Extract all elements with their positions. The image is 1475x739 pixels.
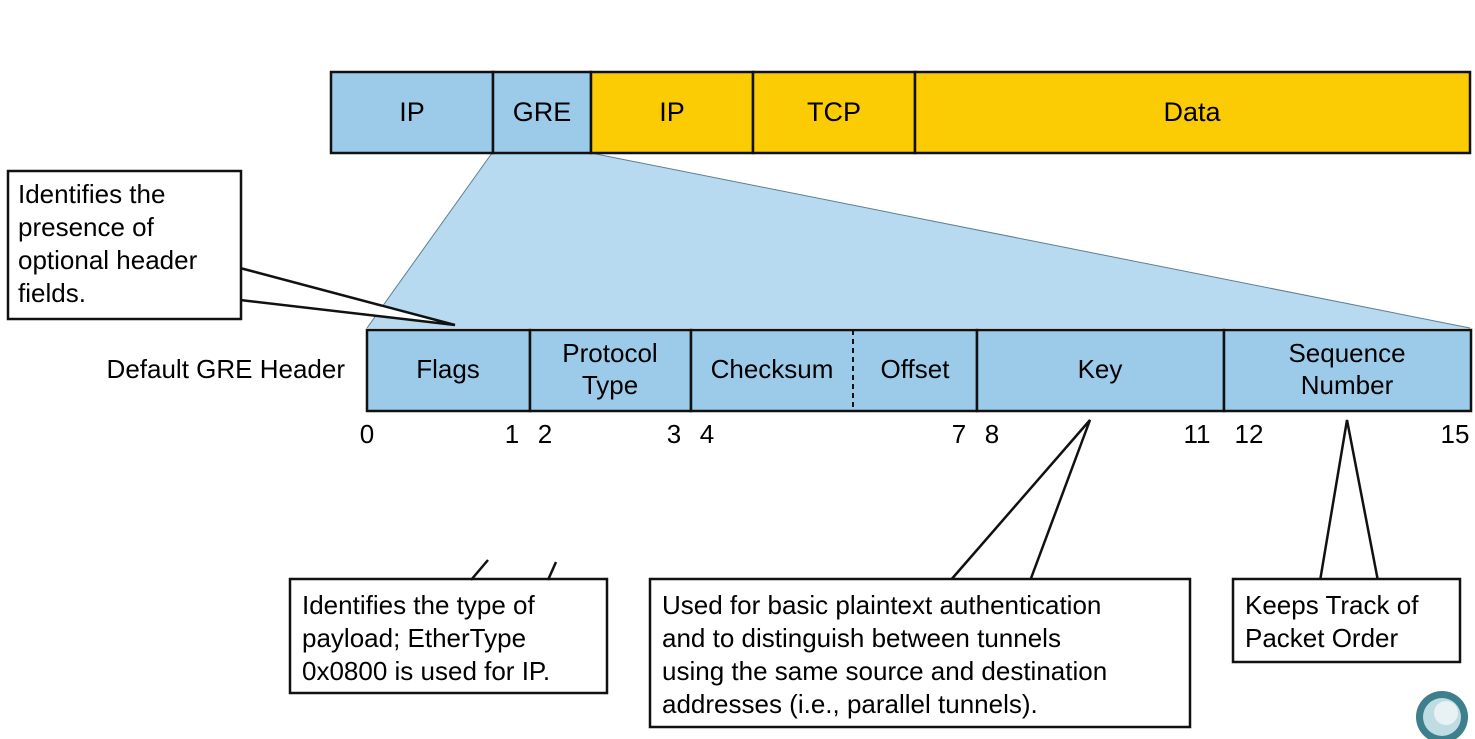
packet-segment-ip-inner — [589, 70, 755, 155]
field-label-sequence-line1: Sequence — [1288, 338, 1405, 368]
field-sequence-number — [1222, 328, 1473, 413]
offset-1: 1 — [505, 419, 519, 449]
callout-flags-pointer — [239, 266, 456, 327]
packet-label-ip-outer: IP — [399, 97, 425, 127]
callout-flags-line4: fields. — [18, 278, 86, 308]
callout-key-line1: Used for basic plaintext authentication — [662, 590, 1101, 620]
offset-0: 0 — [360, 419, 374, 449]
callout-sequence: Keeps Track of Packet Order — [1231, 419, 1462, 664]
byte-offsets: 0 1 2 3 4 7 8 11 12 15 — [360, 419, 1470, 449]
callout-protocol-pointer — [470, 559, 489, 581]
field-label-key: Key — [1078, 354, 1123, 384]
field-label-flags: Flags — [416, 354, 480, 384]
callout-sequence-box — [1231, 577, 1462, 664]
field-checksum-offset — [689, 328, 979, 413]
packet-label-tcp: TCP — [807, 97, 861, 127]
packet-label-ip-inner: IP — [659, 97, 685, 127]
offset-12: 12 — [1235, 419, 1264, 449]
callout-flags-box — [6, 169, 243, 321]
wedge-left-edge — [366, 152, 493, 329]
callout-key-box — [648, 577, 1192, 729]
callout-key-pointer — [949, 419, 1092, 582]
field-key — [975, 328, 1226, 413]
callout-protocol-line1: Identifies the type of — [302, 590, 535, 620]
default-gre-header-label: Default GRE Header — [107, 354, 346, 384]
field-label-protocol-line2: Type — [582, 370, 638, 400]
callout-flags-line1: Identifies the — [18, 179, 165, 209]
offset-7: 7 — [952, 419, 966, 449]
callout-flags: Identifies the presence of optional head… — [6, 169, 456, 327]
packet-label-gre: GRE — [513, 97, 572, 127]
offset-2: 2 — [538, 419, 552, 449]
callout-key: Used for basic plaintext authentication … — [648, 419, 1192, 729]
offset-4: 4 — [700, 419, 714, 449]
gre-header-fields: Flags Protocol Type Checksum Offset Key … — [365, 328, 1473, 413]
field-flags — [365, 328, 532, 413]
offset-8: 8 — [985, 419, 999, 449]
callout-protocol-line2: payload; EtherType — [302, 623, 526, 653]
callout-key-line2: and to distinguish between tunnels — [662, 623, 1061, 653]
field-label-protocol-line1: Protocol — [562, 338, 657, 368]
packet-label-data: Data — [1163, 97, 1221, 127]
callout-sequence-line1: Keeps Track of — [1245, 590, 1419, 620]
callout-protocol-pointer-right — [546, 561, 558, 581]
field-protocol-type — [528, 328, 693, 413]
callout-sequence-pointer — [1318, 419, 1380, 582]
callout-sequence-line2: Packet Order — [1245, 623, 1399, 653]
callout-protocol: Identifies the type of payload; EtherTyp… — [288, 559, 609, 695]
callout-flags-line3: optional header — [18, 245, 198, 275]
offset-3: 3 — [667, 419, 681, 449]
field-label-checksum: Checksum — [711, 354, 834, 384]
packet-segment-data — [913, 70, 1472, 155]
field-label-offset: Offset — [881, 354, 951, 384]
field-label-sequence-line2: Number — [1301, 370, 1394, 400]
callout-protocol-line3: 0x0800 is used for IP. — [302, 656, 550, 686]
callout-key-line3: using the same source and destination — [662, 656, 1107, 686]
circle-logo-icon — [1416, 691, 1468, 739]
packet-bar: IP GRE IP TCP Data — [329, 70, 1472, 155]
gre-expansion-wedge — [367, 153, 1470, 328]
wedge-right-edge — [590, 152, 1471, 329]
packet-segment-tcp — [751, 70, 917, 155]
callout-protocol-box — [288, 577, 609, 695]
callout-flags-line2: presence of — [18, 212, 155, 242]
callout-key-line4: addresses (i.e., parallel tunnels). — [662, 689, 1038, 719]
offset-15: 15 — [1441, 419, 1470, 449]
offset-11: 11 — [1184, 419, 1211, 449]
